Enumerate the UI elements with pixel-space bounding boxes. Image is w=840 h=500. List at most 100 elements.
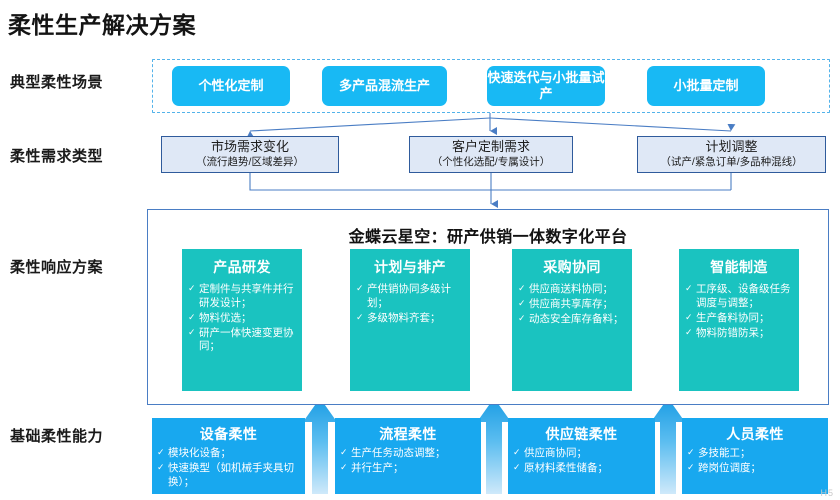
bullet-item: ✓定制件与共享件并行研发设计； [188,283,296,311]
response-card-smart-manufacturing[interactable]: 智能制造 ✓工序级、设备级任务调度与调整；✓生产备料协同；✓物料防错防呆； [679,249,799,391]
bullet-item: ✓动态安全库存备料； [518,313,626,327]
scene-box-customization[interactable]: 个性化定制 [172,66,290,106]
up-arrow-3 [651,398,685,494]
bullet-text: 动态安全库存备料； [529,312,624,325]
demand-box-market[interactable]: 市场需求变化 （流行趋势/区域差异） [161,136,339,173]
page-title: 柔性生产解决方案 [8,12,196,38]
row-label-response: 柔性响应方案 [10,259,104,276]
bullet-item: ✓物料优选； [188,312,296,326]
capability-card-workforce[interactable]: 人员柔性 ✓多技能工；✓跨岗位调度； [682,418,828,494]
check-icon: ✓ [188,326,196,337]
capability-card-title: 人员柔性 [726,426,784,442]
bullet-text: 并行生产； [351,461,404,474]
bullet-text: 生产任务动态调整； [351,447,446,459]
bullet-item: ✓产供销协同多级计划； [356,283,464,311]
scene-box-small-batch[interactable]: 小批量定制 [647,66,765,106]
demand-subtitle: （流行趋势/区域差异） [196,156,304,169]
bullet-item: ✓供应商送料协同； [518,283,626,297]
response-card-title: 计划与排产 [374,259,446,275]
response-card-rnd[interactable]: 产品研发 ✓定制件与共享件并行研发设计；✓物料优选；✓研产一体快速变更协同； [182,249,302,391]
response-card-items: ✓定制件与共享件并行研发设计；✓物料优选；✓研产一体快速变更协同； [188,283,296,354]
capability-card-title: 供应链柔性 [545,426,618,442]
check-icon: ✓ [518,283,526,293]
bullet-item: ✓多级物料齐套； [356,312,464,326]
scene-box-mixed-flow[interactable]: 多产品混流生产 [322,66,447,106]
check-icon: ✓ [340,461,348,472]
bullet-item: ✓供应商协同； [513,447,650,461]
bullet-text: 物料防错防呆； [696,326,770,339]
demand-subtitle: （个性化选配/专属设计） [431,156,551,169]
bullet-text: 模块化设备； [168,447,231,459]
bullet-item: ✓物料防错防呆； [685,327,793,341]
check-icon: ✓ [513,447,521,457]
row-label-demand: 柔性需求类型 [10,148,104,165]
bullet-item: ✓多技能工； [687,447,823,461]
bullet-text: 快速换型（如机械手夹具切换）； [168,461,294,488]
bullet-text: 原材料柔性储备； [524,461,608,474]
bullet-text: 多级物料齐套； [367,311,441,324]
bullet-text: 供应商协同； [524,447,587,459]
bullet-item: ✓研产一体快速变更协同； [188,327,296,355]
capability-card-items: ✓多技能工；✓跨岗位调度； [687,447,823,476]
response-card-items: ✓产供销协同多级计划；✓多级物料齐套； [356,283,464,326]
check-icon: ✓ [513,461,521,472]
bullet-text: 工序级、设备级任务调度与调整； [696,283,791,309]
scene-to-demand-connectors [246,113,736,139]
check-icon: ✓ [188,283,196,293]
demand-title: 市场需求变化 [210,139,289,155]
demand-subtitle: （试产/紧急订单/多品种混线） [660,156,803,169]
capability-card-items: ✓供应商协同；✓原材料柔性储备； [513,447,650,476]
check-icon: ✓ [518,312,526,323]
demand-title: 客户定制需求 [451,139,530,155]
bullet-text: 多技能工； [698,447,751,459]
response-card-title: 产品研发 [213,259,271,275]
response-card-title: 采购协同 [543,259,601,275]
bullet-text: 研产一体快速变更协同； [199,326,294,353]
capability-card-items: ✓生产任务动态调整；✓并行生产； [340,447,476,476]
check-icon: ✓ [685,283,693,293]
bullet-text: 供应商送料协同； [529,283,613,295]
row-label-scene: 典型柔性场景 [10,74,104,91]
check-icon: ✓ [356,311,364,322]
capability-card-items: ✓模块化设备；✓快速换型（如机械手夹具切换）； [157,447,300,490]
check-icon: ✓ [687,461,695,472]
capability-card-supply-chain[interactable]: 供应链柔性 ✓供应商协同；✓原材料柔性储备； [508,418,655,494]
row-label-base: 基础柔性能力 [10,428,104,445]
check-icon: ✓ [157,461,165,472]
capability-card-equipment[interactable]: 设备柔性 ✓模块化设备；✓快速换型（如机械手夹具切换）； [152,418,305,494]
bullet-item: ✓原材料柔性储备； [513,462,650,476]
capability-card-title: 设备柔性 [199,426,258,442]
check-icon: ✓ [157,447,165,457]
demand-box-plan-adjust[interactable]: 计划调整 （试产/紧急订单/多品种混线） [637,136,826,173]
platform-title: 金蝶云星空：研产供销一体数字化平台 [348,229,628,246]
bullet-item: ✓生产任务动态调整； [340,447,476,461]
check-icon: ✓ [685,311,693,322]
response-card-procurement[interactable]: 采购协同 ✓供应商送料协同；✓供应商共享库存；✓动态安全库存备料； [512,249,632,391]
capability-card-title: 流程柔性 [379,426,437,442]
bullet-text: 定制件与共享件并行研发设计； [199,283,294,309]
watermark: H5 [820,488,834,498]
bullet-item: ✓模块化设备； [157,447,300,461]
bullet-text: 供应商共享库存； [529,297,613,310]
check-icon: ✓ [685,326,693,337]
bullet-item: ✓生产备料协同； [685,312,793,326]
capability-card-process[interactable]: 流程柔性 ✓生产任务动态调整；✓并行生产； [335,418,481,494]
up-arrow-2 [477,398,511,494]
check-icon: ✓ [518,297,526,308]
bullet-text: 物料优选； [199,311,252,324]
bullet-text: 生产备料协同； [696,311,770,324]
demand-box-customer[interactable]: 客户定制需求 （个性化选配/专属设计） [409,136,573,173]
check-icon: ✓ [356,283,364,293]
scene-box-rapid-iteration[interactable]: 快速迭代与小批量试产 [487,66,605,106]
response-card-title: 智能制造 [710,259,768,275]
check-icon: ✓ [687,447,695,457]
bullet-item: ✓跨岗位调度； [687,462,823,476]
bullet-item: ✓工序级、设备级任务调度与调整； [685,283,793,311]
response-card-items: ✓工序级、设备级任务调度与调整；✓生产备料协同；✓物料防错防呆； [685,283,793,340]
check-icon: ✓ [340,447,348,457]
bullet-item: ✓并行生产； [340,462,476,476]
bullet-text: 跨岗位调度； [698,461,761,474]
response-card-planning[interactable]: 计划与排产 ✓产供销协同多级计划；✓多级物料齐套； [350,249,470,391]
response-card-items: ✓供应商送料协同；✓供应商共享库存；✓动态安全库存备料； [518,283,626,327]
